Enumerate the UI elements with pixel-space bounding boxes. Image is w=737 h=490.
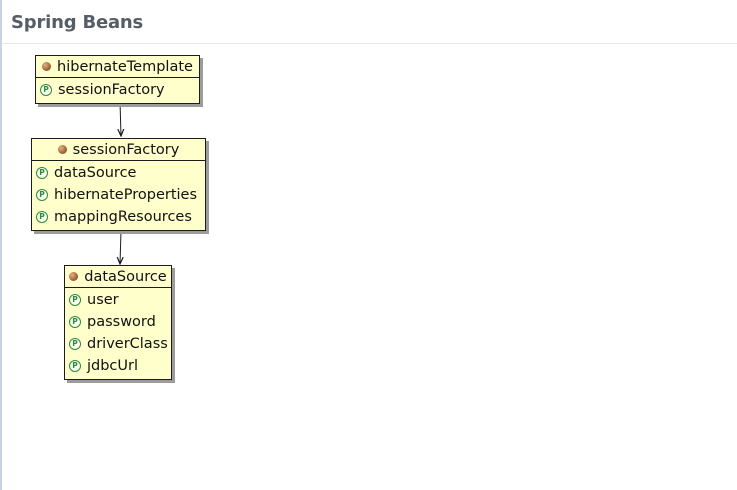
bean-header: dataSource [65,266,171,288]
property-label: driverClass [87,336,168,352]
property-row[interactable]: P hibernateProperties [32,184,205,206]
property-row[interactable]: P sessionFactory [36,79,199,101]
property-label: user [87,292,119,308]
property-label: jdbcUrl [87,358,139,374]
bean-hibernatetemplate[interactable]: hibernateTemplate P sessionFactory [35,55,200,104]
left-edge-border [0,0,2,490]
property-row[interactable]: P jdbcUrl [65,355,171,377]
bean-name: sessionFactory [72,141,180,158]
property-icon: P [69,316,81,328]
property-list: P sessionFactory [36,78,199,103]
property-label: dataSource [54,165,137,181]
property-row[interactable]: P driverClass [65,333,171,355]
connector-hibernatetemplate-to-sessionfactory [120,100,121,136]
bean-icon [42,62,52,71]
connector-sessionfactory-to-datasource [120,230,121,264]
property-row[interactable]: P password [65,311,171,333]
property-label: mappingResources [54,209,192,225]
property-list: P dataSource P hibernateProperties P map… [32,161,205,230]
property-icon: P [36,189,48,201]
property-icon: P [69,338,81,350]
bean-header: hibernateTemplate [36,56,199,78]
property-list: P user P password P driverClass P jdbcUr… [65,288,171,379]
bean-name: hibernateTemplate [57,58,193,75]
bean-name: dataSource [84,268,167,285]
property-icon: P [40,84,52,96]
property-icon: P [69,294,81,306]
property-row[interactable]: P dataSource [32,162,205,184]
property-icon: P [36,167,48,179]
view-header: Spring Beans [2,0,737,44]
property-label: sessionFactory [58,82,165,98]
property-icon: P [36,211,48,223]
property-row[interactable]: P mappingResources [32,206,205,228]
bean-sessionfactory[interactable]: sessionFactory P dataSource P hibernateP… [31,138,206,231]
property-row[interactable]: P user [65,289,171,311]
property-label: hibernateProperties [54,187,198,203]
page-title: Spring Beans [11,12,144,33]
bean-icon [57,145,67,154]
bean-header: sessionFactory [32,139,205,161]
property-icon: P [69,360,81,372]
property-label: password [87,314,156,330]
bean-icon [69,272,79,281]
bean-datasource[interactable]: dataSource P user P password P driverCla… [64,265,172,380]
